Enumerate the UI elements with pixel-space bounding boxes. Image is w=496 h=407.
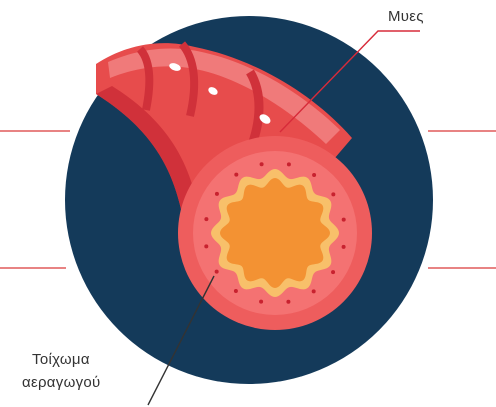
wall-dot <box>287 162 291 166</box>
wall-dot <box>215 270 219 274</box>
muscle-label: Μυες <box>388 6 424 27</box>
wall-dot <box>259 300 263 304</box>
wall-dot <box>312 173 316 177</box>
wall-dot <box>331 270 335 274</box>
wall-dot <box>312 289 316 293</box>
wall-dot <box>204 244 208 248</box>
airway-wall-label-line2: αεραγωγού <box>22 372 101 393</box>
wall-dot <box>234 289 238 293</box>
wall-dot <box>260 162 264 166</box>
wall-dot <box>342 218 346 222</box>
airway-cross-section <box>178 136 372 330</box>
wall-dot <box>215 192 219 196</box>
wall-dot <box>234 173 238 177</box>
wall-dot <box>204 217 208 221</box>
wall-dot <box>342 245 346 249</box>
wall-dot <box>331 192 335 196</box>
wall-dot <box>286 300 290 304</box>
airway-wall-label-line1: Τοίχωμα <box>32 349 90 370</box>
